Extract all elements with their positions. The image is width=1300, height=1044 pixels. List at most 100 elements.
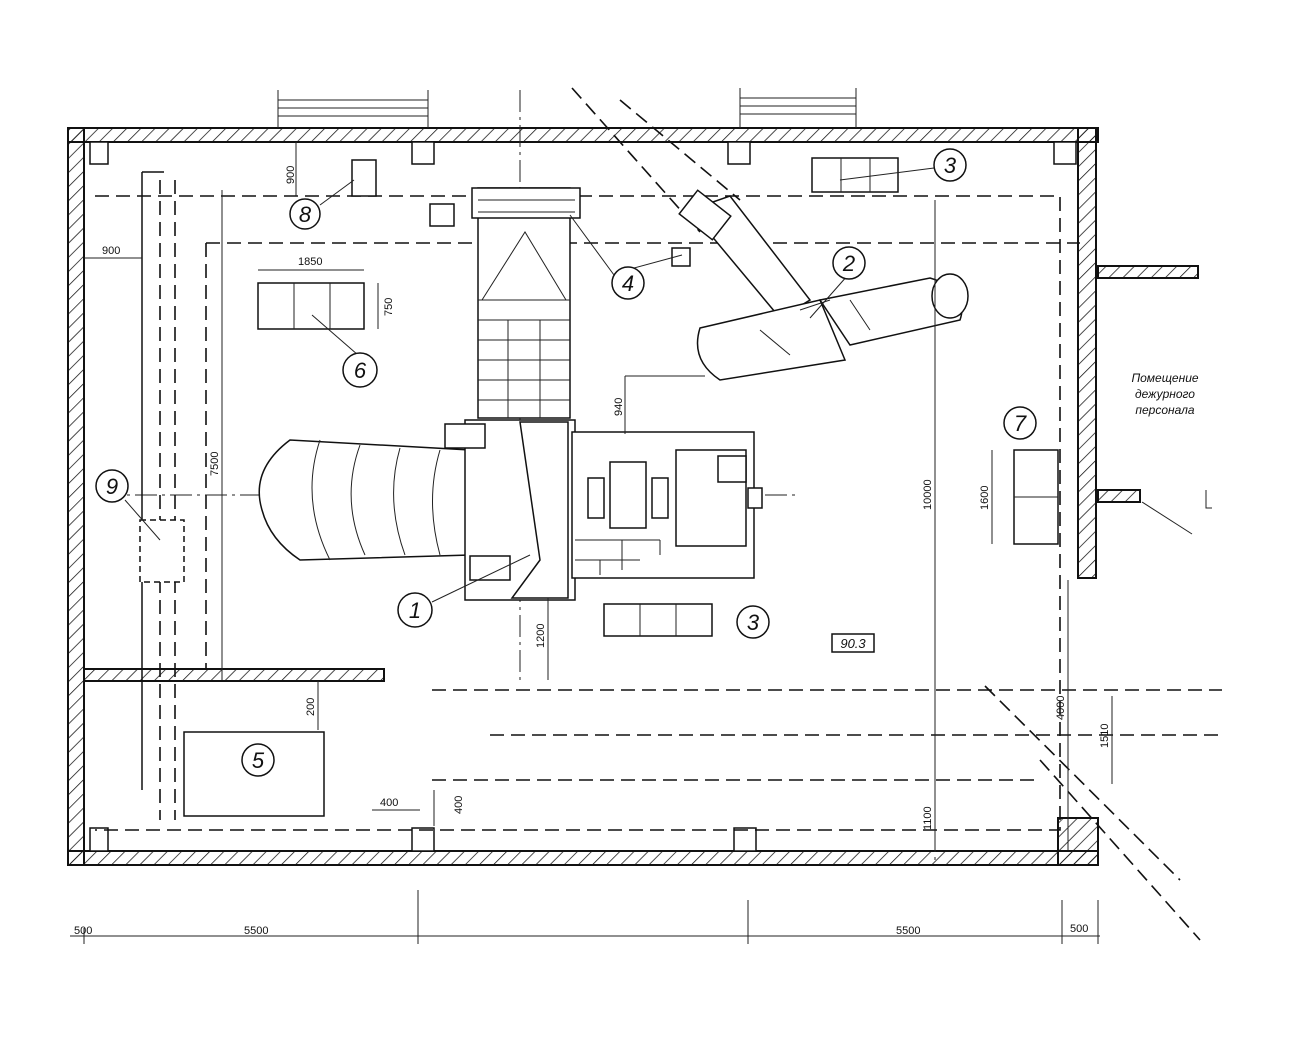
callout-circle-9 [95,469,129,503]
bell-ribs [311,439,441,561]
dim-200: 200 [305,698,317,716]
callout-circle-3b [736,605,770,639]
rail-lower [432,689,1222,781]
wall-right [1077,127,1097,579]
dim-5500-left: 5500 [244,925,268,937]
dim-5500-right: 5500 [896,925,920,937]
cabinet-group-3-top [811,157,899,193]
dim-940-line [624,375,705,434]
column [89,141,109,165]
dim-1100: 1100 [922,806,934,830]
rail-inner [205,242,1080,670]
dim-400a: 400 [380,797,398,809]
callout-circle-2 [832,246,866,280]
dim-1200: 1200 [535,624,547,648]
oil-piping [575,539,661,575]
coupling [609,461,647,529]
dim-400-line [372,790,435,826]
dimension-lines [70,142,1113,944]
callout-circle-5 [241,743,275,777]
callout-3b: 3 [747,610,760,635]
column [89,827,109,852]
dim-10000: 10000 [922,479,934,510]
leader-9 [124,499,161,541]
rail-diagonal [571,87,1201,941]
wall-left [67,127,85,866]
wall-top [67,127,1099,143]
bearing-2 [651,477,669,519]
cabinet-dividers [639,604,677,636]
cabinet-dividers [840,158,871,192]
rail-outer [95,195,1061,831]
column [411,827,435,852]
dim-1850: 1850 [298,256,322,268]
dim-750: 750 [383,298,395,316]
dim-940: 940 [613,398,625,416]
window-left [277,90,429,128]
leader-8 [319,179,355,206]
dim-4000: 4000 [1055,696,1067,720]
bearing [587,477,605,519]
dim-500-left: 500 [74,925,92,937]
crane-beam-left [141,171,164,790]
cabinet-group-3-bottom [603,603,713,637]
window-right [739,88,857,128]
door-frame [1205,490,1212,509]
fan-inlet-box-bottom [469,555,511,581]
dim-1510: 1510 [1099,724,1111,748]
motor-end [747,487,763,509]
duct-cone [481,231,567,301]
column [411,141,435,165]
cabinets [183,157,1212,817]
motor-terminal-box [717,455,747,483]
callout-5: 5 [252,748,265,773]
wall-stub-right-top [1097,265,1199,279]
leader-3 [839,167,935,181]
column [1053,141,1077,165]
dim-500-right: 500 [1070,923,1088,935]
callout-circle-7 [1003,406,1037,440]
leader-1 [431,554,531,603]
fan-inlet-box-top [444,423,486,449]
wall-partition [83,668,385,682]
callout-6: 6 [354,358,367,383]
cabinet-dividers [293,283,331,329]
leader-lines [124,167,935,603]
door-swing [1141,501,1193,535]
gate-valve-detail [478,199,575,213]
reserve-fan-2 [671,189,969,381]
room-label-line1: Помещение [1131,371,1198,385]
callout-circle-1 [397,592,433,628]
callout-circle-3a [933,148,967,182]
dimension-labels: 900 900 1850 750 940 7500 10000 1600 120… [74,166,1111,937]
leader-6 [311,314,359,356]
room-label-line2: дежурного [1135,387,1195,401]
column [733,827,757,852]
leader-2 [809,274,849,319]
callout-circle-6 [342,352,378,388]
room-label-line3: персонала [1135,403,1195,417]
cabinet-group-6 [257,282,365,330]
duct-flange [678,189,732,241]
leader-4 [569,214,683,276]
fan-diffuser [510,421,569,599]
main-fan-unit-1 [258,187,763,601]
callout-3a: 3 [944,153,957,178]
level-mark-box [831,633,875,653]
dim-400b: 400 [453,796,465,814]
callout-7: 7 [1014,411,1027,436]
dim-7500: 7500 [209,452,221,476]
callout-2: 2 [842,251,855,276]
valve-actuator [671,247,691,267]
callout-1: 1 [409,598,421,623]
room-label: Помещение дежурного персонала [1131,371,1198,417]
column [727,141,751,165]
small-device [429,203,455,227]
dim-bottom-line [70,890,1100,944]
fan-bell-2 [931,273,969,319]
wall-corner-bottom-right [1057,817,1099,866]
building-walls [67,127,1199,866]
wall-stub-right-mid [1097,489,1141,503]
callouts: 1 2 3 3 4 5 6 7 8 9 [95,148,1037,777]
